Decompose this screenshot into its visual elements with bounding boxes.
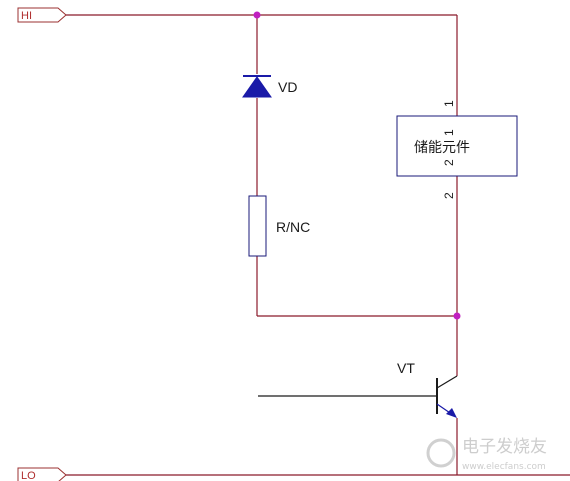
wires — [66, 14, 570, 476]
lo-port-label: LO — [21, 470, 36, 481]
watermark-url: www.elecfans.com — [462, 462, 546, 472]
storage-pin-inner-2-label: 2 — [442, 159, 456, 166]
diode-symbol — [242, 75, 272, 98]
storage-pin-bottom-label: 2 — [442, 192, 456, 199]
storage-pin-inner-1-label: 1 — [442, 129, 456, 136]
storage-element-box — [396, 115, 518, 177]
junction-top — [253, 11, 261, 19]
watermark-logo-icon — [426, 438, 456, 468]
junction-middle — [453, 312, 461, 320]
storage-element-label: 储能元件 — [414, 139, 470, 155]
watermark-text: 电子发烧友 — [462, 437, 547, 457]
diode-label: VD — [278, 79, 297, 95]
transistor-label: VT — [397, 360, 415, 376]
watermark: 电子发烧友 www.elecfans.com — [426, 437, 547, 472]
resistor-label: R/NC — [276, 219, 310, 235]
lo-port: LO — [17, 467, 67, 481]
hi-port: HI — [17, 7, 67, 23]
transistor-symbol — [436, 375, 458, 418]
storage-pin-top-label: 1 — [442, 100, 456, 107]
hi-port-label: HI — [21, 10, 32, 22]
resistor-symbol — [248, 195, 267, 257]
